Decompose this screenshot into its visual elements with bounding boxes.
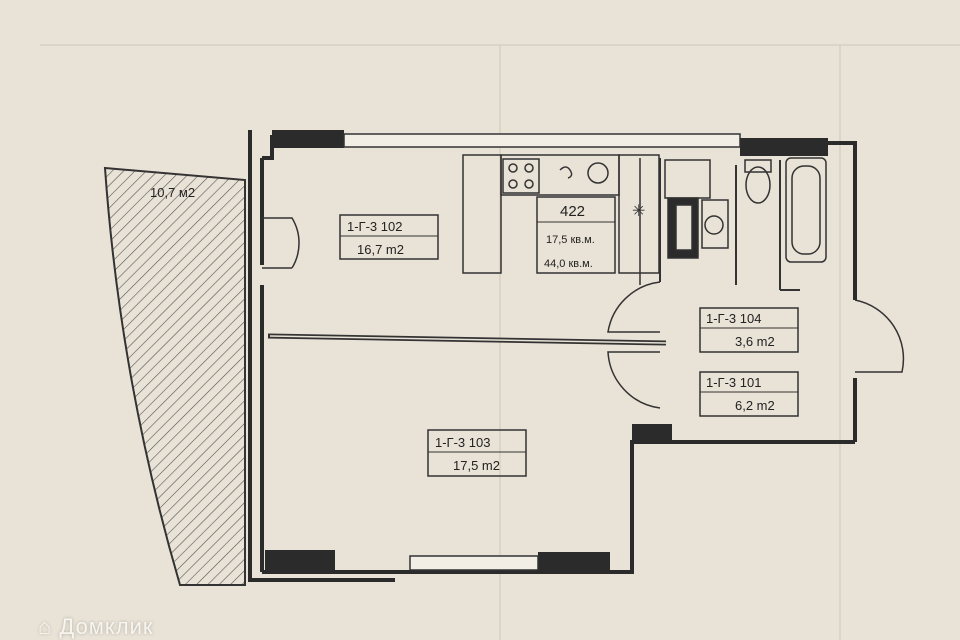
- balcony-area: 10,7 м2: [150, 185, 195, 200]
- svg-text:1-Г-3 103: 1-Г-3 103: [435, 435, 490, 450]
- room-label-103: 1-Г-3 103 17,5 m2: [427, 429, 527, 477]
- house-logo-icon: ⌂: [38, 614, 53, 639]
- balcony: 10,7 м2: [103, 166, 246, 586]
- total-area: 44,0 кв.м.: [544, 258, 593, 270]
- kitchen-counter: ✳: [462, 154, 660, 274]
- apartment-number: 422: [560, 203, 585, 220]
- svg-text:16,7 m2: 16,7 m2: [357, 242, 404, 257]
- apartment-info: 422 17,5 кв.м. 44,0 кв.м.: [536, 196, 616, 274]
- svg-text:6,2 m2: 6,2 m2: [735, 398, 775, 413]
- watermark-text: Домклик: [59, 614, 154, 639]
- room-label-104: 1-Г-3 104 3,6 m2: [699, 307, 799, 353]
- svg-text:3,6 m2: 3,6 m2: [735, 334, 775, 349]
- svg-text:1-Г-3 102: 1-Г-3 102: [347, 219, 402, 234]
- domclick-watermark: ⌂ Домклик: [38, 614, 154, 640]
- svg-text:1-Г-3 104: 1-Г-3 104: [706, 311, 761, 326]
- doors: [262, 217, 905, 409]
- svg-text:✳: ✳: [632, 203, 645, 220]
- wall-blocks: [265, 130, 828, 572]
- partitions: [267, 158, 800, 346]
- windows: [343, 133, 741, 571]
- svg-text:1-Г-3 101: 1-Г-3 101: [706, 375, 761, 390]
- room-label-102: 1-Г-3 102 16,7 m2: [339, 214, 439, 260]
- room-label-101: 1-Г-3 101 6,2 m2: [699, 371, 799, 417]
- bathroom-fixtures: [664, 157, 827, 263]
- svg-text:17,5 m2: 17,5 m2: [453, 458, 500, 473]
- living-area: 17,5 кв.м.: [546, 234, 595, 246]
